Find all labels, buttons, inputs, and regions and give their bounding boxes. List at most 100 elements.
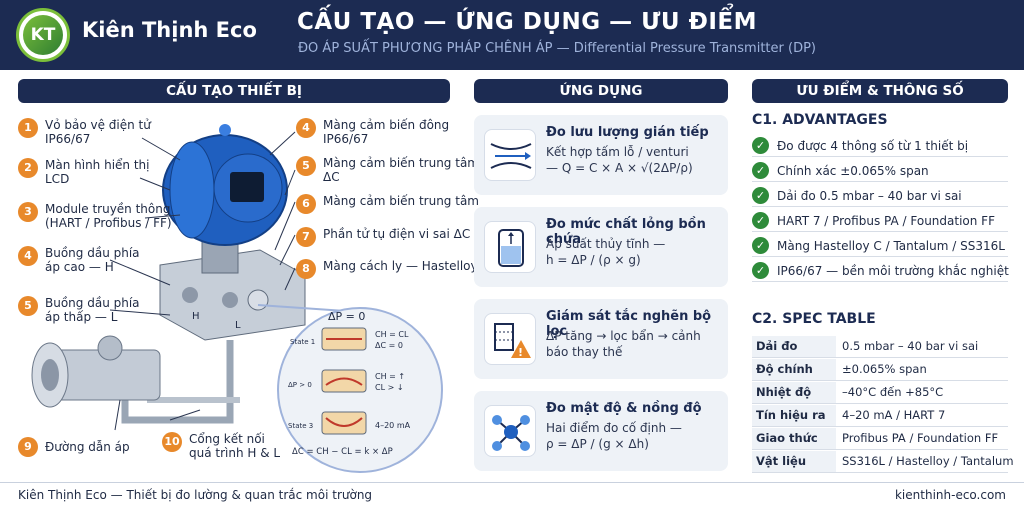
check-icon: ✓: [752, 212, 769, 229]
logo-monogram: KT: [23, 15, 63, 55]
advantage-text: Chính xác ±0.065% span: [777, 163, 929, 178]
spec-key: Giao thức: [752, 428, 836, 449]
part-number-badge: 3: [18, 202, 38, 222]
part-number-badge: 4: [18, 246, 38, 266]
spec-row: Vật liệu SS316L / Hastelloy / Tantalum: [752, 451, 1014, 473]
check-icon: ✓: [752, 187, 769, 204]
page-title: CẤU TẠO — ỨNG DỤNG — ƯU ĐIỂM: [296, 9, 757, 35]
footer: Kiên Thịnh Eco — Thiết bị đo lường & qua…: [0, 482, 1024, 506]
port-h-label: H: [192, 311, 200, 322]
part-number-badge: 7: [296, 227, 316, 247]
brand-logo: KT: [16, 8, 70, 62]
advantage-item: ✓ Dải đo 0.5 mbar – 40 bar vi sai: [752, 185, 1008, 207]
svg-text:!: !: [518, 346, 523, 359]
dp-transmitter-illustration: H L ΔP = 0 State 1 CH = CL ΔC = 0 ΔP > 0…: [31, 124, 443, 473]
part-label: Module truyền thông(HART / Profibus / FF…: [45, 202, 172, 230]
advantage-text: IP66/67 — bền môi trường khắc nghiệt: [777, 263, 1009, 278]
state1-text-b: ΔC = 0: [375, 341, 403, 350]
part-number-badge: 5: [296, 156, 316, 176]
spec-row: Giao thức Profibus PA / Foundation FF: [752, 428, 1008, 450]
advantage-text: Dải đo 0.5 mbar – 40 bar vi sai: [777, 188, 962, 203]
housing-screw: [219, 124, 231, 136]
spec-value: ±0.065% span: [842, 362, 927, 376]
check-icon: ✓: [752, 162, 769, 179]
application-description: Hai điểm đo cố định —ρ = ΔP / (g × Δh): [546, 421, 682, 451]
application-title: Giám sát tắc nghẽn bộ lọc: [546, 309, 712, 339]
advantage-item: ✓ Màng Hastelloy C / Tantalum / SS316L: [752, 235, 1008, 257]
spec-key: Dải đo: [752, 336, 836, 357]
leader-lines: [109, 131, 296, 431]
section-applications-heading: ỨNG DỤNG: [474, 79, 728, 103]
spec-row: Độ chính xác ±0.065% span: [752, 359, 1008, 397]
housing-side-cover: [169, 141, 215, 239]
page-subtitle: ĐO ÁP SUẤT PHƯƠNG PHÁP CHÊNH ÁP — Differ…: [297, 41, 816, 56]
part-6-center-diaphragm: 6 Màng cảm biến trung tâm: [296, 194, 479, 214]
application-card-filter: ! Giám sát tắc nghẽn bộ lọc ΔP tăng → lọ…: [474, 299, 728, 379]
application-card-density: Đo mật độ & nồng độ Hai điểm đo cố định …: [474, 391, 728, 471]
section-structure-heading: CẤU TẠO THIẾT BỊ: [18, 79, 450, 103]
part-8-isolation-diaphragm: 8 Màng cách ly — Hastelloy: [296, 259, 478, 279]
check-icon: ✓: [752, 137, 769, 154]
brand-name: Kiên Thịnh Eco: [82, 18, 257, 42]
footer-company-tagline: Kiên Thịnh Eco — Thiết bị đo lường & qua…: [18, 488, 373, 502]
part-9-impulse-line: 9 Đường dẫn áp: [18, 437, 130, 457]
part-7-capacitor: 7 Phần tử tụ điện vi sai ΔC: [296, 227, 470, 247]
spec-row: Nhiệt độ –40°C đến +85°C: [752, 382, 1008, 404]
advantage-text: Đo được 4 thông số từ 1 thiết bị: [777, 138, 969, 153]
part-label: Màng cách ly — Hastelloy: [323, 259, 478, 273]
advantage-text: HART 7 / Profibus PA / Foundation FF: [777, 213, 995, 228]
spec-key: Vật liệu: [752, 451, 836, 472]
state2-label: ΔP > 0: [288, 381, 312, 389]
advantage-item: ✓ IP66/67 — bền môi trường khắc nghiệt: [752, 260, 1009, 282]
state2-cell: [321, 369, 367, 393]
application-title: Đo mật độ & nồng độ: [546, 401, 702, 416]
part-number-badge: 9: [18, 437, 38, 457]
lcd-display: [230, 172, 264, 202]
vent-plug: [247, 289, 269, 311]
part-number-badge: 10: [162, 432, 182, 452]
advantage-item: ✓ HART 7 / Profibus PA / Foundation FF: [752, 210, 1008, 232]
spec-table-title: C2. SPEC TABLE: [752, 311, 876, 327]
part-label: Màng cảm biến trung tâm: [323, 194, 479, 208]
spec-row: Tín hiệu ra 4–20 mA / HART 7: [752, 405, 1008, 427]
section-advantages-heading: ƯU ĐIỂM & THÔNG SỐ: [752, 79, 1008, 103]
filter-warning-icon: !: [484, 313, 536, 365]
spec-row: Dải đo 0.5 mbar – 40 bar vi sai: [752, 336, 1008, 358]
spec-value: 4–20 mA / HART 7: [842, 408, 946, 422]
application-description: Áp suất thủy tĩnh —h = ΔP / (ρ × g): [546, 237, 666, 267]
part-number-badge: 6: [296, 194, 316, 214]
spec-key: Độ chính xác: [752, 359, 836, 397]
venturi-flow-icon: [484, 129, 536, 181]
state2-text-a: CH = ↑: [375, 372, 405, 381]
part-label: Phần tử tụ điện vi sai ΔC: [323, 227, 471, 241]
application-card-level: Đo mức chất lỏng bồn chứa Áp suất thủy t…: [474, 207, 728, 287]
state3-cell: [321, 411, 367, 435]
advantage-item: ✓ Chính xác ±0.065% span: [752, 160, 1008, 182]
part-label: Đường dẫn áp: [45, 440, 130, 454]
advantages-title: C1. ADVANTAGES: [752, 112, 888, 128]
part-number-badge: 2: [18, 158, 38, 178]
dp-zero-label: ΔP = 0: [328, 310, 365, 323]
state3-text: 4–20 mA: [375, 421, 411, 430]
pipe-bore: [41, 359, 59, 391]
part-number-badge: 4: [296, 118, 316, 138]
spec-key: Nhiệt độ: [752, 382, 836, 403]
spec-key: Tín hiệu ra: [752, 405, 836, 426]
part-3-module: 3 Module truyền thông(HART / Profibus / …: [18, 202, 172, 230]
port-l-label: L: [235, 320, 241, 331]
footer-website-link[interactable]: kienthinh-eco.com: [894, 488, 1006, 502]
spec-value: Profibus PA / Foundation FF: [842, 431, 999, 445]
